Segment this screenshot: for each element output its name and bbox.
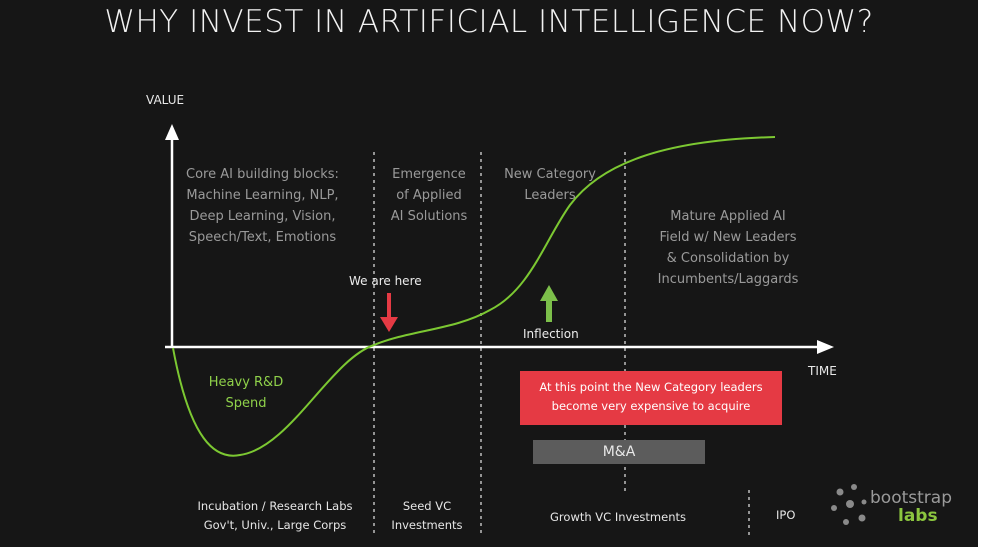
expensive-acquire-callout: At this point the New Category leaders b… [520, 371, 782, 425]
bottom-incubation-label: Incubation / Research Labs Gov't, Univ.,… [197, 499, 353, 532]
ma-bar: M&A [533, 440, 705, 464]
logo-dots-icon [831, 484, 867, 525]
logo-bootstrap-text: bootstrap [870, 488, 952, 508]
inflection-arrow-shaft [546, 300, 552, 322]
bottom-growth-label: Growth VC Investments [550, 510, 686, 524]
logo-labs-text: labs [898, 506, 938, 526]
inflection-arrow-head [540, 285, 558, 301]
phase-emergence-text: Emergence of Applied AI Solutions [390, 167, 468, 224]
y-axis-label: VALUE [146, 93, 185, 107]
x-axis-arrowhead [817, 340, 834, 354]
bottom-seed-label: Seed VC Investments [391, 499, 463, 532]
value-curve [172, 136, 776, 457]
heavy-rd-spend-label: Heavy R&D Spend [208, 375, 284, 411]
phase-mature-text: Mature Applied AI Field w/ New Leaders &… [657, 209, 799, 287]
we-are-here-arrow-head [380, 317, 398, 332]
bottom-ipo-label: IPO [776, 508, 796, 522]
we-are-here-label: We are here [349, 274, 422, 288]
y-axis-arrowhead [165, 124, 179, 140]
we-are-here-arrow-shaft [387, 293, 391, 319]
bootstrap-labs-logo: bootstrap labs [824, 478, 974, 540]
phase-new-category-text: New Category Leaders [504, 167, 596, 203]
phase-core-text: Core AI building blocks: Machine Learnin… [186, 167, 339, 245]
x-axis-label: TIME [808, 364, 837, 378]
inflection-label: Inflection [523, 327, 579, 341]
slide-title: WHY INVEST IN ARTIFICIAL INTELLIGENCE NO… [104, 4, 874, 40]
